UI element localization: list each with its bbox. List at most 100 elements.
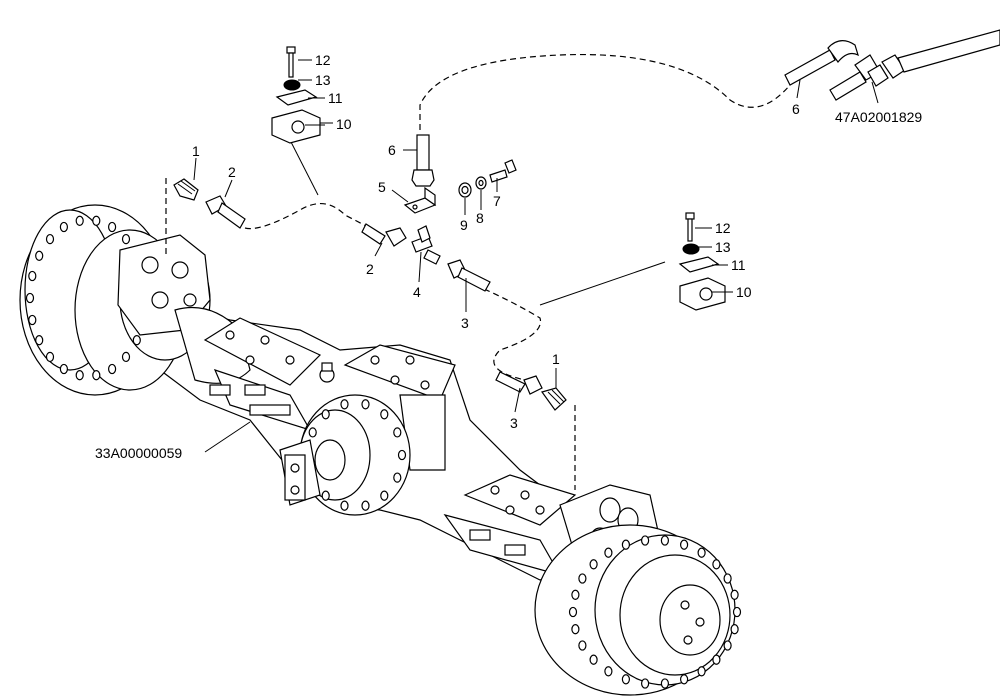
hub-bolt [35, 335, 44, 346]
left-mounting-pad [203, 317, 322, 432]
callout-1-left: 1 [192, 143, 200, 159]
clamp-set-lower [678, 212, 726, 311]
hub-bolt [660, 535, 670, 546]
hub-bolt [92, 370, 101, 381]
hose-end-6-upper [411, 134, 435, 187]
hub-bolt [621, 674, 631, 685]
axle-part-number: 33A00000059 [95, 445, 182, 461]
housing-bolt [308, 427, 317, 438]
brake-line-routing [165, 53, 791, 490]
axle-assembly [19, 204, 742, 696]
bolt-12-lower [685, 212, 695, 242]
bracket-5 [403, 186, 437, 214]
housing-bolt [321, 490, 330, 501]
housing-bolt [340, 399, 349, 410]
hose-end-2-center [361, 223, 407, 247]
pipe-upper-right [784, 29, 1000, 101]
clamp-half-10-upper [271, 109, 321, 144]
callout-13-upper: 13 [315, 72, 331, 88]
hub-bolt [45, 233, 55, 245]
callout-11-lower: 11 [731, 257, 746, 273]
hub-bolt [679, 539, 689, 550]
right-wheel-hub [534, 524, 742, 696]
fitting-1-lower [541, 387, 567, 411]
hub-bolt [568, 606, 578, 618]
callout-4: 4 [413, 284, 421, 300]
hub-bolt [589, 559, 598, 570]
callout-1-lower: 1 [552, 351, 560, 367]
hub-bolt [723, 573, 732, 584]
callout-9: 9 [460, 217, 468, 233]
callout-6-pipe: 6 [792, 101, 800, 117]
nut-9 [458, 182, 472, 198]
hub-bolt [45, 351, 55, 363]
callout-7: 7 [493, 193, 501, 209]
hub-bolt [28, 270, 37, 282]
housing-bolt [380, 490, 389, 501]
callout-8: 8 [476, 210, 484, 226]
hub-bolt [732, 606, 742, 618]
hub-bolt [28, 314, 37, 326]
callout-10-lower: 10 [736, 284, 752, 300]
hub-bolt [660, 678, 670, 689]
hose-end-3-center [447, 259, 491, 292]
fitting-1-left [173, 178, 199, 201]
washer-13-lower [682, 243, 700, 255]
hose-end-2-left [205, 195, 246, 229]
hub-bolt [75, 370, 84, 381]
leader-lines [193, 59, 879, 453]
hose-end-3-lower [495, 371, 543, 395]
hub-bolt [107, 363, 117, 375]
hub-bolt [712, 559, 721, 570]
callout-10-upper: 10 [336, 116, 352, 132]
bolt-12-upper [286, 46, 296, 78]
tee-fitting-4 [411, 225, 441, 265]
hub-bolt [59, 221, 69, 233]
right-mounting-pad [443, 474, 577, 576]
housing-bolt [397, 449, 407, 461]
housing-bolt [393, 427, 402, 438]
clamp-set-upper [271, 46, 321, 144]
washer-8 [475, 176, 487, 190]
hub-bolt [679, 674, 689, 685]
callout-2-center: 2 [366, 261, 374, 277]
housing-bolt [380, 409, 389, 420]
hub-bolt [107, 221, 117, 233]
callout-3-lower: 3 [510, 415, 518, 431]
callout-12-lower: 12 [715, 220, 731, 236]
hub-bolt [621, 539, 631, 550]
callout-13-lower: 13 [715, 239, 731, 255]
center-mounting-pad [343, 344, 456, 471]
hub-bolt [132, 335, 141, 346]
hub-bolt [571, 589, 580, 600]
callout-3-center: 3 [461, 315, 469, 331]
clamp-plate-11-lower [678, 256, 720, 273]
hub-bolt [571, 624, 580, 635]
callout-2-left: 2 [228, 164, 236, 180]
hub-bolt [697, 666, 706, 677]
hub-bolt [59, 363, 69, 375]
housing-bolt [361, 500, 370, 511]
callout-labels: 12 13 11 10 1 2 6 5 9 8 7 2 4 3 12 13 1 1… [95, 52, 922, 461]
hub-bolt [640, 678, 650, 689]
hub-bolt [697, 547, 706, 558]
housing-bolt [361, 399, 370, 410]
hub-bolt [75, 215, 84, 226]
hub-bolt [578, 573, 587, 584]
hub-bolt [604, 666, 613, 677]
hub-bolt [25, 292, 35, 304]
hub-bolt [712, 654, 721, 665]
hub-bolt [35, 250, 44, 261]
hub-bolt [92, 215, 101, 226]
clamp-plate-11-upper [275, 89, 318, 106]
hub-bolt [589, 654, 598, 665]
hub-bolt [723, 640, 732, 651]
hub-bolt [604, 547, 613, 558]
hub-bolt [121, 233, 131, 245]
callout-12-upper: 12 [315, 52, 331, 68]
pipe-part-number: 47A02001829 [835, 109, 922, 125]
hub-bolt [578, 640, 587, 651]
differential-housing [279, 362, 411, 516]
callout-5: 5 [378, 179, 386, 195]
